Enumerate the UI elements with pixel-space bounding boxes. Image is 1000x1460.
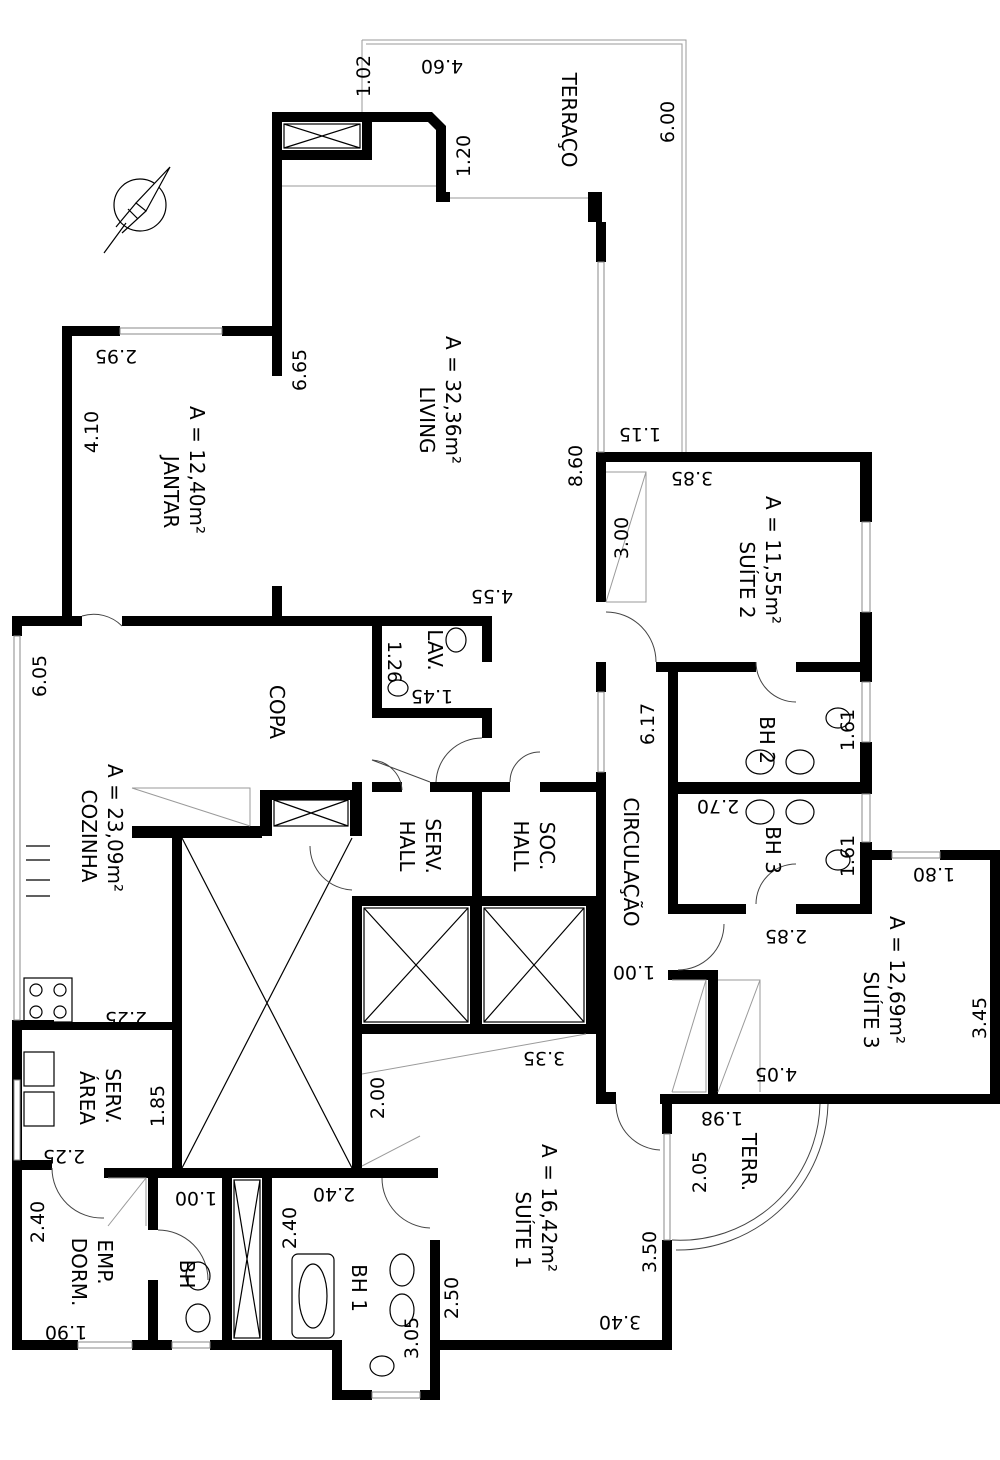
dim-label: 2.95	[95, 345, 137, 367]
room-bh3: BH 3	[761, 826, 785, 874]
room-suite3-area: A = 12,69m²	[885, 916, 909, 1044]
dim-label: 1.15	[619, 423, 661, 445]
dim-label: 2.25	[43, 1145, 85, 1167]
room-terr: TERR.	[737, 1132, 761, 1191]
dim-label: 1.00	[175, 1187, 217, 1209]
room-suite2: SUÍTE 2	[735, 541, 759, 618]
dim-label: 1.20	[453, 135, 475, 177]
room-living-area: A = 32,36m²	[441, 336, 465, 464]
dim-label: 4.60	[421, 55, 463, 77]
room-cozinha-area: A = 23,09m²	[103, 764, 127, 892]
dim-label: 2.00	[367, 1077, 389, 1119]
room-suite1: SUÍTE 1	[511, 1191, 535, 1268]
dim-label: 1.61	[837, 835, 859, 877]
room-hall-serv-2: SERV.	[421, 818, 445, 874]
dim-label: 2.40	[313, 1183, 355, 1205]
dim-label: 3.85	[671, 467, 713, 489]
room-labels: TERRAÇO LIVING A = 32,36m² JANTAR A = 12…	[67, 72, 909, 1312]
room-lav: LAV.	[423, 629, 447, 670]
dim-label: 1.26	[383, 641, 405, 683]
room-hall-serv-1: HALL	[395, 820, 419, 872]
room-bh2: BH 2	[755, 716, 779, 764]
compass-rose-icon	[103, 166, 171, 254]
dimension-labels: 4.60 1.02 1.20 6.00 2.95 4.10 6.65 8.60 …	[27, 55, 991, 1359]
dim-label: 3.40	[599, 1311, 641, 1333]
dim-label: 4.05	[755, 1063, 797, 1085]
room-cozinha: COZINHA	[77, 790, 101, 883]
walls	[12, 112, 1000, 1400]
dim-label: 3.35	[523, 1047, 565, 1069]
dim-label: 1.00	[613, 961, 655, 983]
dim-label: 4.55	[471, 585, 513, 607]
dim-label: 2.70	[697, 795, 739, 817]
room-jantar: JANTAR	[159, 454, 183, 529]
doors	[51, 611, 829, 1281]
dim-label: 2.05	[689, 1151, 711, 1193]
dim-label: 3.50	[639, 1231, 661, 1273]
room-bh1: BH 1	[347, 1264, 371, 1312]
room-circulacao: CIRCULAÇÃO	[619, 797, 643, 926]
room-bh: BH	[175, 1260, 199, 1289]
dim-label: 6.65	[289, 349, 311, 391]
terrace-railing	[361, 39, 687, 452]
room-suite2-area: A = 11,55m²	[761, 496, 785, 624]
shafts	[181, 123, 585, 1339]
room-suite1-area: A = 16,42m²	[537, 1144, 561, 1272]
dim-label: 1.80	[913, 863, 955, 885]
room-living: LIVING	[415, 386, 439, 453]
dim-label: 4.10	[81, 411, 103, 453]
dim-label: 2.50	[441, 1277, 463, 1319]
dim-label: 1.85	[147, 1085, 169, 1127]
fixtures	[23, 471, 851, 1377]
room-copa: COPA	[265, 685, 289, 739]
dim-label: 6.05	[29, 655, 51, 697]
dim-label: 3.05	[401, 1317, 423, 1359]
dim-label: 3.00	[611, 517, 633, 559]
dim-label: 1.90	[45, 1321, 87, 1343]
dim-label: 1.45	[411, 685, 453, 707]
room-area-serv-1: ÁREA	[75, 1071, 99, 1125]
dim-label: 1.98	[701, 1107, 743, 1129]
dim-label: 1.61	[837, 709, 859, 751]
room-hall-soc-1: HALL	[509, 820, 533, 872]
dim-label: 1.02	[353, 55, 375, 97]
room-area-serv-2: SERV.	[101, 1068, 125, 1124]
dim-label: 8.60	[565, 445, 587, 487]
dim-label: 2.85	[765, 925, 807, 947]
room-jantar-area: A = 12,40m²	[185, 406, 209, 534]
dim-label: 6.17	[637, 703, 659, 745]
room-dorm-1: DORM.	[67, 1238, 91, 1307]
room-suite3: SUÍTE 3	[859, 971, 883, 1048]
room-terraco: TERRAÇO	[557, 72, 581, 168]
room-hall-soc-2: SOC.	[535, 822, 559, 871]
dim-label: 2.40	[27, 1201, 49, 1243]
dim-label: 2.25	[105, 1007, 147, 1029]
dim-label: 6.00	[657, 101, 679, 143]
room-dorm-2: EMP.	[93, 1239, 117, 1284]
dim-label: 2.40	[279, 1207, 301, 1249]
windows	[13, 185, 941, 1399]
dim-label: 3.45	[969, 997, 991, 1039]
